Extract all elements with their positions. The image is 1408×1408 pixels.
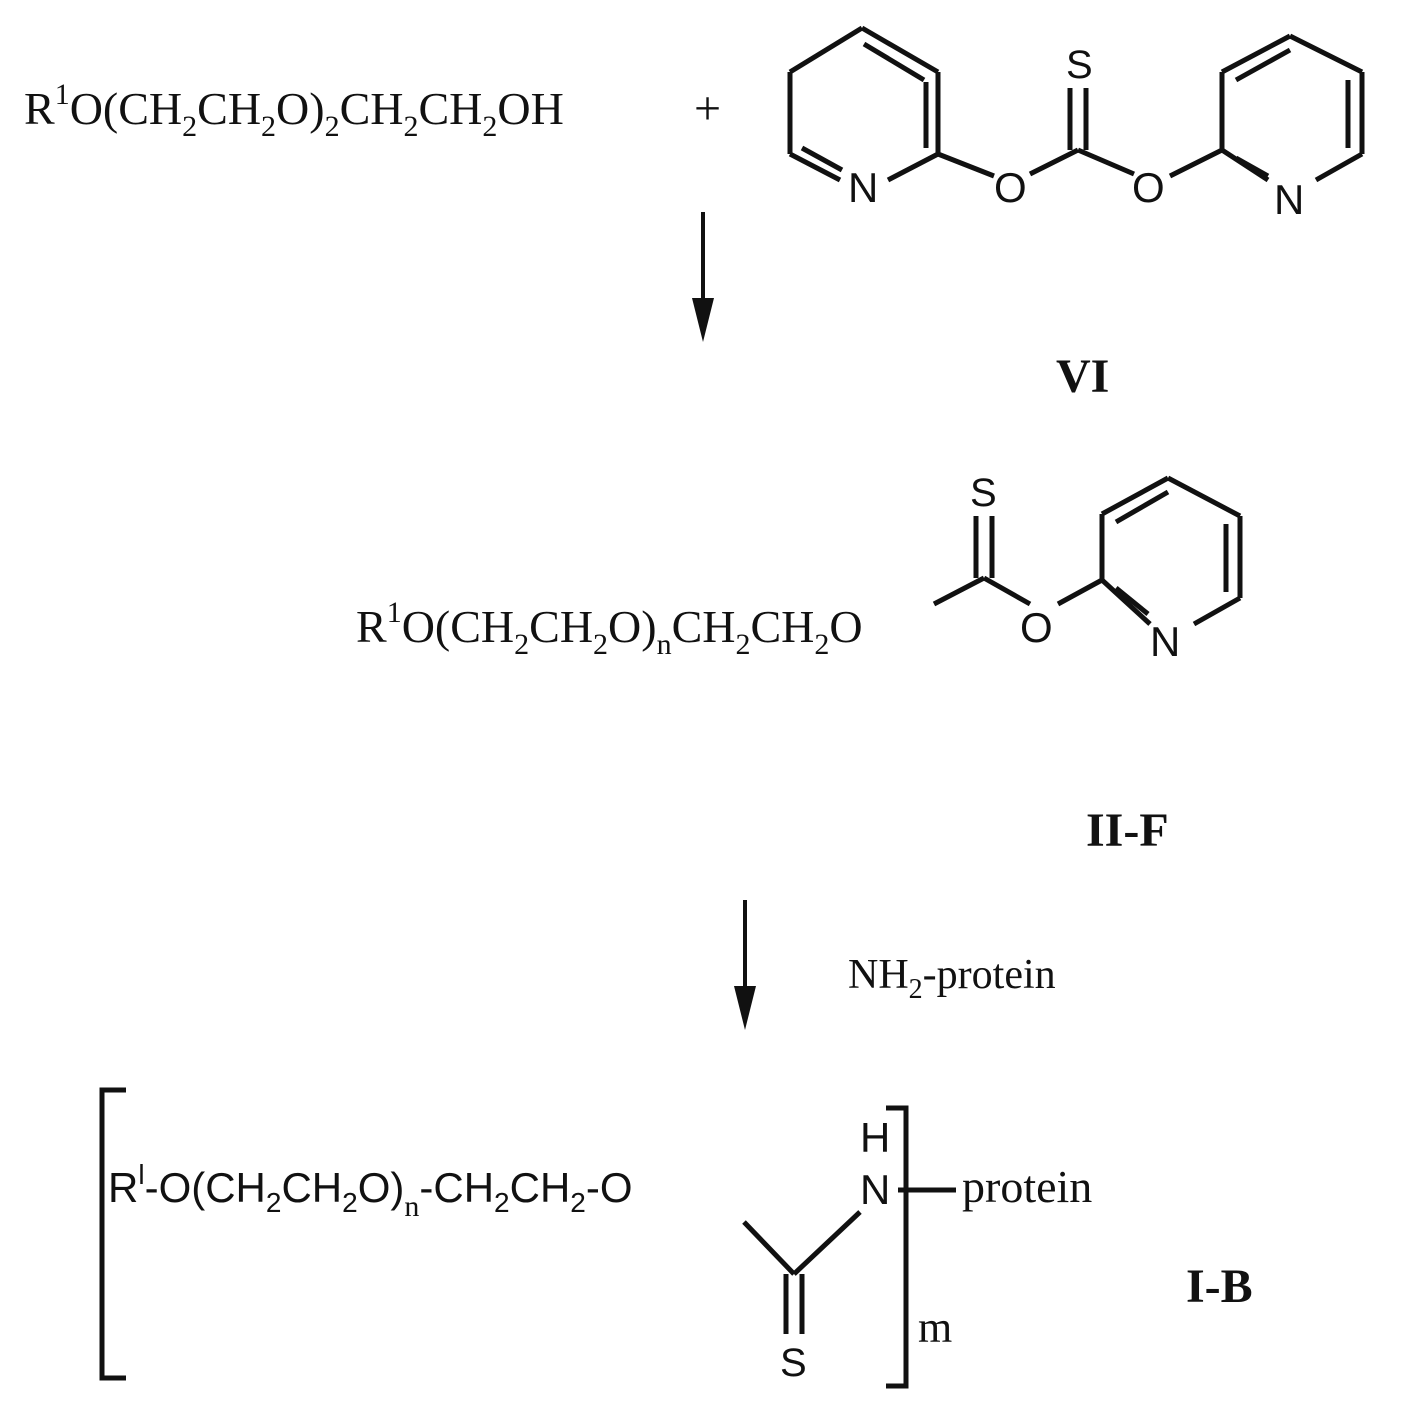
reaction-arrow-1 <box>692 212 714 342</box>
vi-atom-o-right: O <box>1132 164 1165 211</box>
i-b-subscript-m: m <box>918 1303 952 1352</box>
intermediate-formula: R1O(CH2CH2O)nCH2CH2O <box>356 596 863 661</box>
i-b-atom-n: N <box>860 1166 890 1213</box>
label-vi: VI <box>1056 350 1109 403</box>
i-b-atom-s: S <box>780 1341 807 1385</box>
i-b-atom-h: H <box>860 1114 890 1161</box>
ii-f-atom-o: O <box>1020 604 1053 651</box>
plus-sign: + <box>694 82 721 135</box>
label-ii-f: II-F <box>1086 804 1169 857</box>
reagent-nh2-protein: NH2-protein <box>848 952 1056 1005</box>
ii-f-atom-n: N <box>1150 618 1180 665</box>
vi-atom-n-right: N <box>1274 176 1304 223</box>
reaction-arrow-2 <box>734 900 756 1030</box>
vi-atom-s: S <box>1066 43 1093 87</box>
label-i-b: I-B <box>1186 1260 1253 1313</box>
vi-atom-o-left: O <box>994 164 1027 211</box>
ii-f-atom-s: S <box>970 471 997 515</box>
reactant-formula: R1O(CH2CH2O)2CH2CH2OH <box>24 78 564 143</box>
vi-atom-n-left: N <box>848 164 878 211</box>
i-b-protein: protein <box>962 1161 1092 1212</box>
product-formula: Rl-O(CH2CH2O)n-CH2CH2-O <box>108 1159 633 1223</box>
